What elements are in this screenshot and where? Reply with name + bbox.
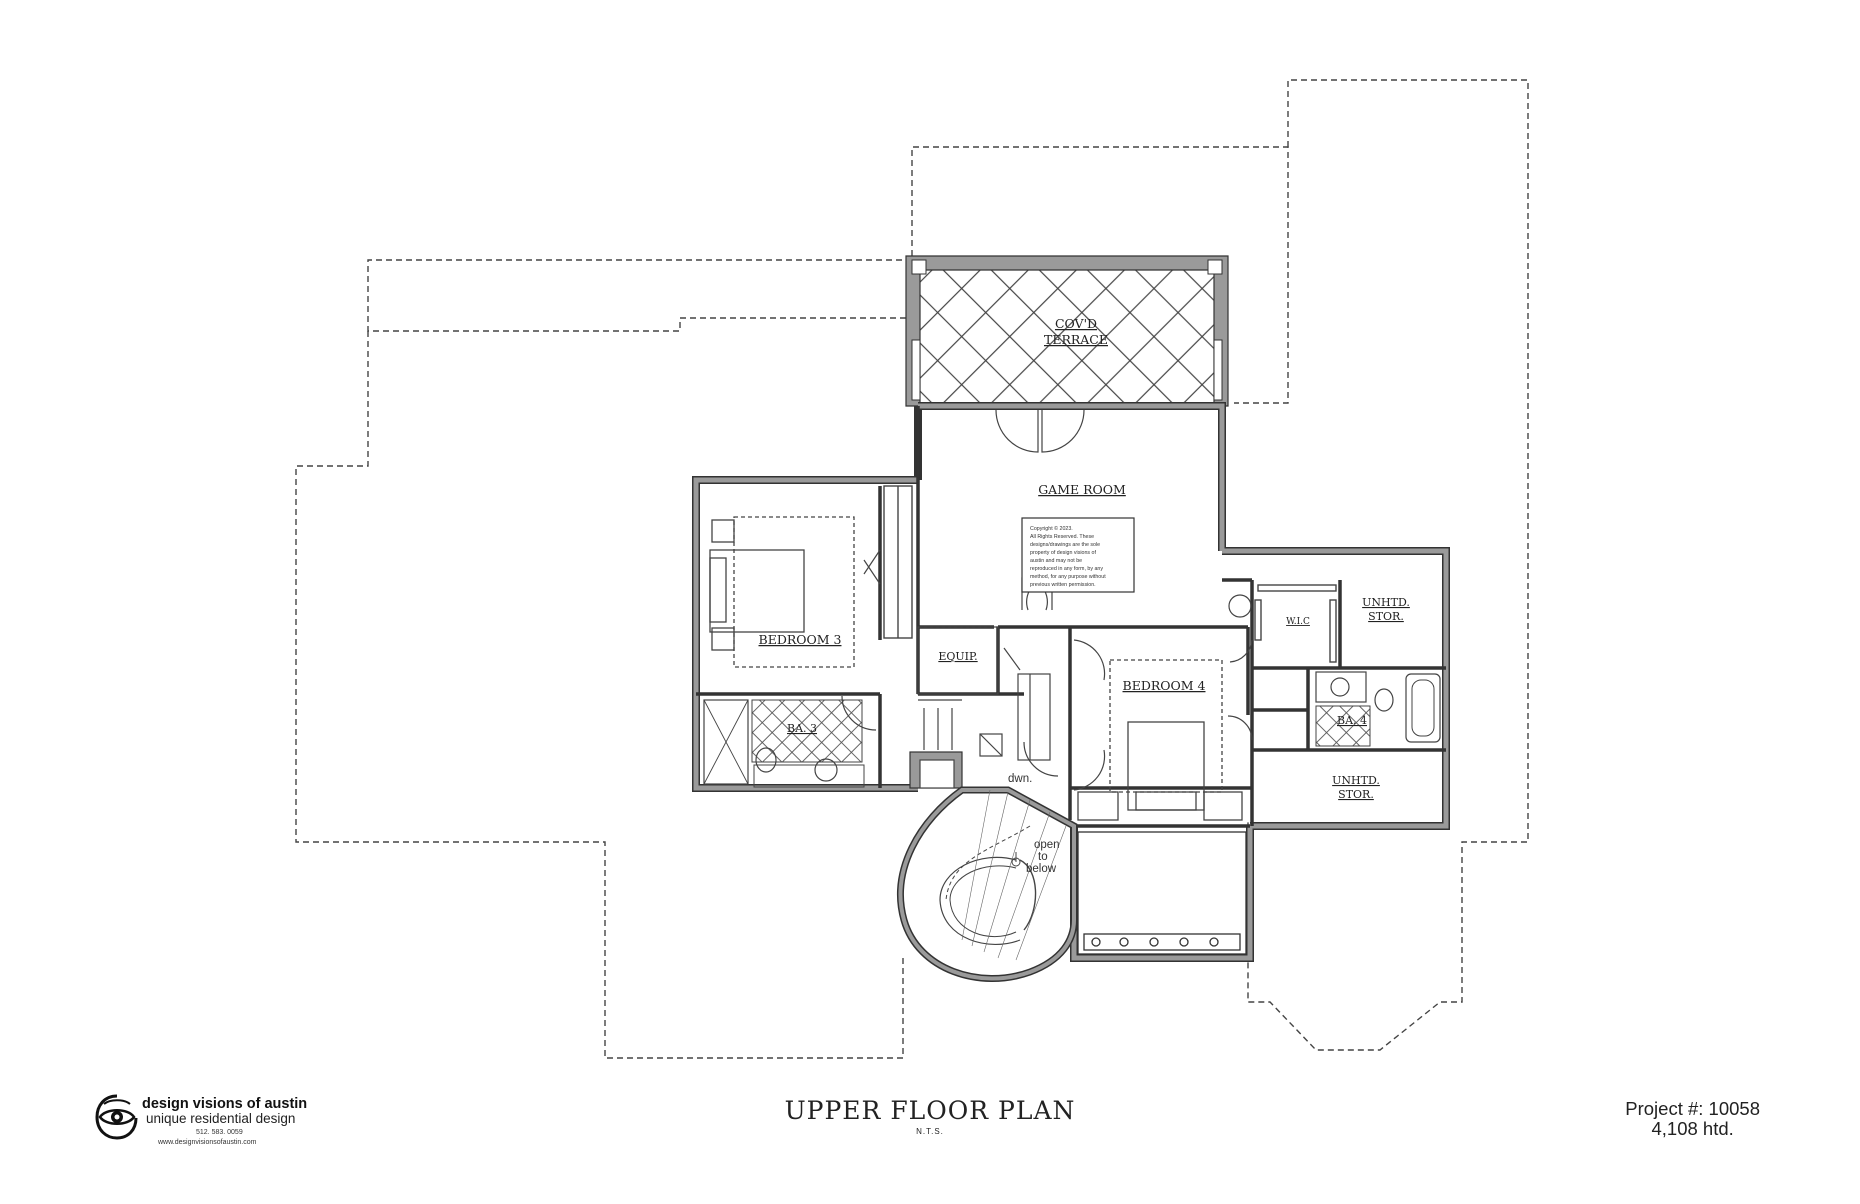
closet-shelves [883,485,1337,663]
project-number: Project #: 10058 [1625,1098,1760,1119]
equip-and-stair-area [909,626,1051,789]
roof-outline [295,79,1529,1059]
company-logo-block: design visions of austin unique resident… [94,1092,334,1152]
plan-title: UPPER FLOOR PLAN [784,1096,1076,1125]
label-covd-terrace-2: TERRACE [1044,332,1108,347]
label-unhtd-stor-upper-2: STOR. [1368,610,1404,623]
label-open-2: to [1038,851,1048,863]
label-bedroom-3: BEDROOM 3 [759,632,842,647]
spiral-stair [897,786,1078,982]
copyright-line-3: designs/drawings are the sole [1030,542,1100,548]
company-tagline: unique residential design [146,1111,296,1126]
project-area: 4,108 htd. [1651,1118,1734,1139]
label-open-1: open [1034,839,1060,851]
copyright-line-7: method, for any purpose without [1030,574,1106,580]
copyright-line-1: Copyright © 2023. [1030,525,1073,532]
copyright-line-4: property of design visions of [1030,550,1096,556]
interior-walls [696,406,1446,828]
covd-terrace [905,255,1229,407]
company-website: www.designvisionsofaustin.com [158,1139,257,1146]
company-name: design visions of austin [142,1096,308,1112]
label-open-3: below [1026,863,1057,875]
copyright-line-5: austin and may not be [1030,558,1082,564]
bedroom-4-furniture [1077,659,1243,821]
copyright-line-2: All Rights Reserved. These [1030,534,1094,540]
label-ba-4: BA. 4 [1337,714,1367,727]
label-unhtd-stor-lower-1: UNHTD. [1332,774,1380,787]
bath-4 [1228,594,1441,747]
copyright-line-8: previous written permission. [1030,582,1096,588]
label-game-room: GAME ROOM [1038,482,1126,497]
label-unhtd-stor-lower-2: STOR. [1338,788,1374,801]
copyright-line-6: reproduced in any form, by any [1030,566,1103,572]
lower-balcony [1077,831,1247,955]
doors [841,409,1253,791]
copyright-note-box [1021,517,1135,593]
eye-logo-icon [95,1094,138,1140]
label-wic: W.I.C [1286,617,1310,627]
bedroom-3-furniture [709,516,855,668]
label-ba-3: BA. 3 [787,722,817,735]
label-equip: EQUIP. [938,650,977,663]
plan-scale-note: N.T.S. [916,1127,944,1136]
label-covd-terrace-1: COV'D [1055,316,1097,331]
label-unhtd-stor-upper-1: UNHTD. [1362,596,1410,609]
company-phone: 512. 583. 0059 [196,1129,243,1136]
project-info: Project #: 10058 4,108 htd. [1625,1098,1760,1138]
bath-3 [703,699,865,788]
label-stair-down: dwn. [1008,773,1032,785]
label-bedroom-4: BEDROOM 4 [1123,678,1206,693]
